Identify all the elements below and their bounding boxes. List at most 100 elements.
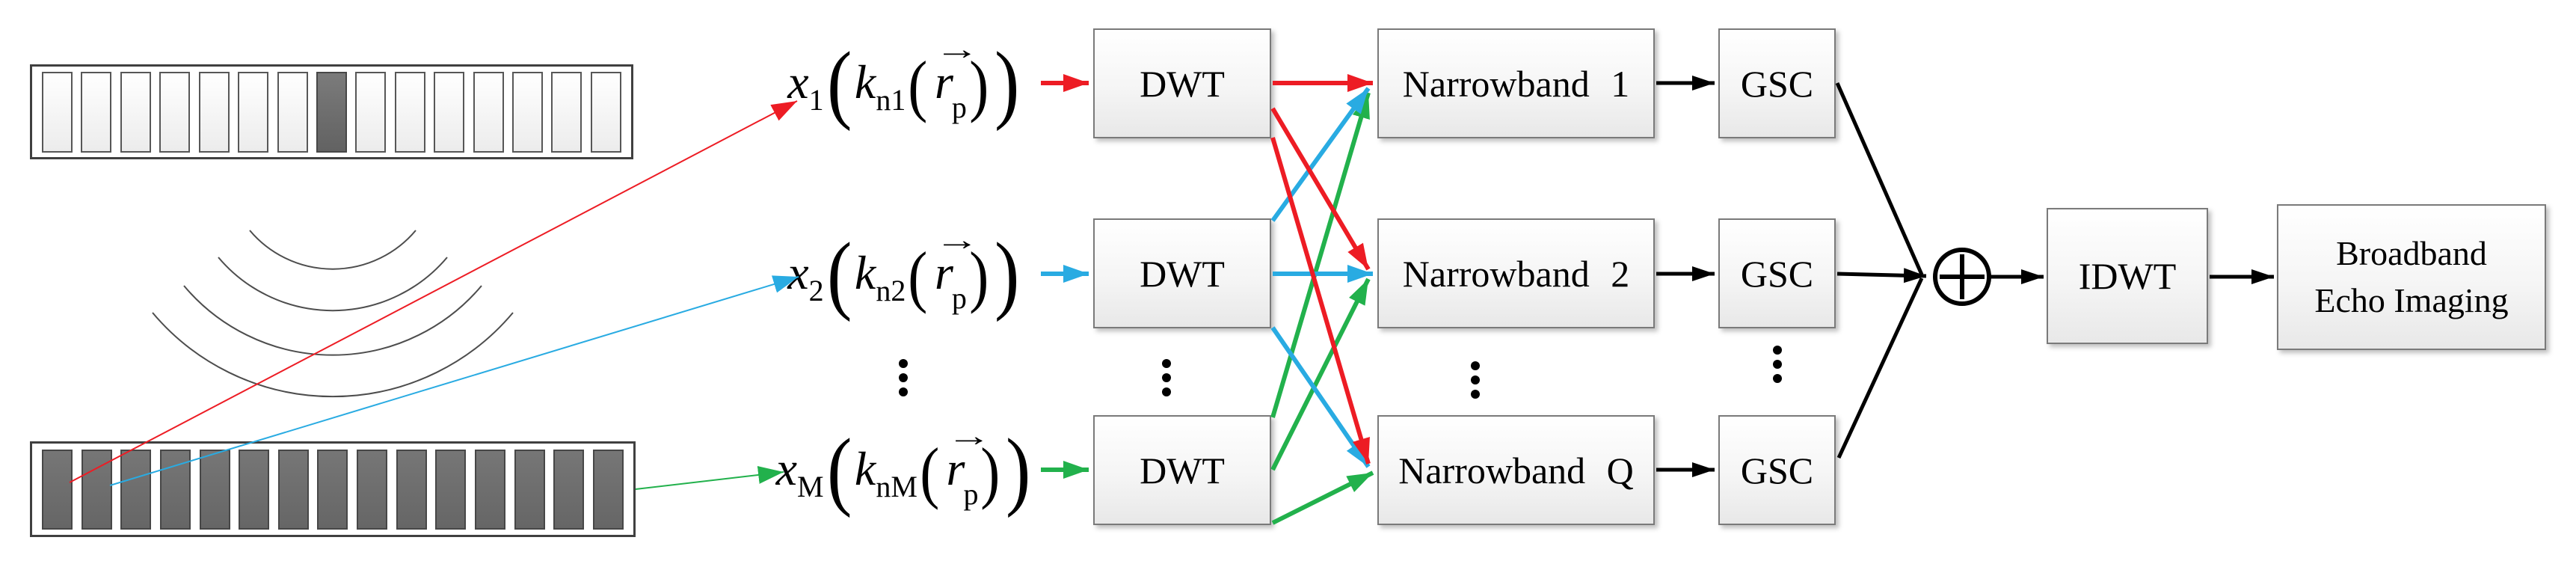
paren-open: ( — [826, 34, 852, 132]
signal-label-x2: x2(kn2(→rp)) — [778, 208, 1032, 340]
block-dwt-2: DWT — [1093, 218, 1271, 328]
array-element — [199, 449, 230, 530]
block-gsc-2: GSC — [1718, 218, 1836, 328]
block-narrowband-q: Narrowband Q — [1377, 415, 1655, 525]
vector-subscript: p — [951, 91, 967, 125]
signal-base: x — [787, 246, 809, 300]
vertical-ellipsis-dwt — [1162, 359, 1171, 396]
transducer-array-bottom — [30, 441, 636, 537]
signal-base: x — [775, 442, 798, 496]
paren-open: ( — [826, 420, 852, 518]
array-element — [239, 449, 270, 530]
block-broadband-echo-imaging: Broadband Echo Imaging — [2277, 204, 2546, 350]
block-label: GSC — [1740, 252, 1814, 295]
block-gsc-3: GSC — [1718, 415, 1836, 525]
block-label-line1: Broadband — [2336, 234, 2487, 273]
array-element — [81, 449, 112, 530]
block-narrowband-1: Narrowband 1 — [1377, 28, 1655, 138]
array-element — [514, 449, 545, 530]
array-element — [394, 71, 425, 153]
vector-arrow-icon: → — [934, 223, 980, 257]
narrowband-to-gsc-arrows — [1656, 76, 1715, 477]
array-element — [198, 71, 230, 153]
array-element — [396, 449, 427, 530]
array-element — [553, 449, 585, 530]
block-label: Narrowband Q — [1398, 449, 1634, 491]
array-element — [357, 449, 388, 530]
dwt-to-narrowband-arrows-blue — [1270, 87, 1373, 468]
block-idwt: IDWT — [2047, 208, 2208, 344]
block-label: GSC — [1740, 449, 1814, 491]
array-element — [592, 449, 624, 530]
array-element-active — [316, 71, 347, 153]
signal-label-x1: x1(kn1(→rp)) — [778, 17, 1032, 149]
gsc-to-sum-lines — [1835, 82, 1927, 459]
dwt-to-narrowband-arrows-red — [1270, 74, 1373, 465]
array-element — [277, 449, 309, 530]
paren-open: ( — [920, 433, 940, 510]
signal-subscript: 1 — [808, 83, 824, 117]
vector-base: r — [934, 246, 953, 300]
array-element — [159, 449, 191, 530]
block-narrowband-2: Narrowband 2 — [1377, 218, 1655, 328]
signal-subscript: M — [797, 470, 824, 504]
array-element — [81, 71, 112, 153]
signal-math-x1: x1(kn1(→rp)) — [787, 34, 1022, 132]
vector-base: r — [934, 55, 953, 109]
array-element — [551, 71, 582, 153]
paren-open: ( — [908, 46, 928, 123]
array-element — [475, 449, 506, 530]
block-label-line2: Echo Imaging — [2314, 281, 2509, 319]
vector-arrow-icon: → — [946, 419, 992, 453]
wavenumber-subscript: nM — [876, 470, 917, 504]
vector-base: r — [946, 442, 965, 496]
transducer-array-top — [30, 64, 633, 159]
paren-open: ( — [826, 224, 852, 322]
paren-close: ) — [969, 237, 989, 314]
array-element — [512, 71, 544, 153]
block-label: GSC — [1740, 62, 1814, 105]
wavenumber-base: k — [854, 246, 876, 300]
block-label: IDWT — [2078, 255, 2177, 297]
echo-path-green — [635, 466, 784, 490]
signal-base: x — [787, 55, 809, 109]
wavenumber-base: k — [854, 442, 876, 496]
vertical-ellipsis-narrowband — [1471, 361, 1480, 399]
block-label: Narrowband 1 — [1402, 62, 1630, 105]
array-element — [355, 71, 387, 153]
block-label: DWT — [1140, 62, 1225, 105]
vector-subscript: p — [951, 281, 967, 316]
position-vector: →rp — [946, 421, 992, 509]
block-dwt-1: DWT — [1093, 28, 1271, 138]
array-element — [590, 71, 621, 153]
summation-node-icon — [1933, 248, 1991, 306]
array-element — [120, 449, 152, 530]
vertical-ellipsis-gsc — [1773, 346, 1782, 383]
array-element — [317, 449, 348, 530]
block-label: Narrowband 2 — [1402, 252, 1630, 295]
position-vector: →rp — [934, 225, 980, 313]
dwt-to-narrowband-arrows-green — [1270, 92, 1374, 525]
wavenumber-subscript: n1 — [876, 83, 906, 117]
paren-close: ) — [969, 46, 989, 123]
array-element — [120, 71, 151, 153]
paren-open: ( — [908, 237, 928, 314]
label-to-dwt-arrows — [1041, 74, 1089, 479]
paren-close: ) — [994, 34, 1019, 132]
array-element — [42, 449, 73, 530]
paren-close: ) — [994, 224, 1019, 322]
signal-label-xm: xM(knM(→rp)) — [775, 404, 1034, 536]
signal-subscript: 2 — [808, 274, 824, 308]
array-element — [435, 449, 467, 530]
vertical-ellipsis-labels — [899, 359, 908, 396]
position-vector: →rp — [934, 34, 980, 123]
block-dwt-3: DWT — [1093, 415, 1271, 525]
array-element — [159, 71, 191, 153]
block-label: DWT — [1140, 252, 1225, 295]
vector-subscript: p — [963, 477, 979, 512]
vector-arrow-icon: → — [934, 32, 980, 67]
signal-math-xm: xM(knM(→rp)) — [775, 420, 1034, 518]
block-label: DWT — [1140, 449, 1225, 491]
paren-close: ) — [1006, 420, 1031, 518]
